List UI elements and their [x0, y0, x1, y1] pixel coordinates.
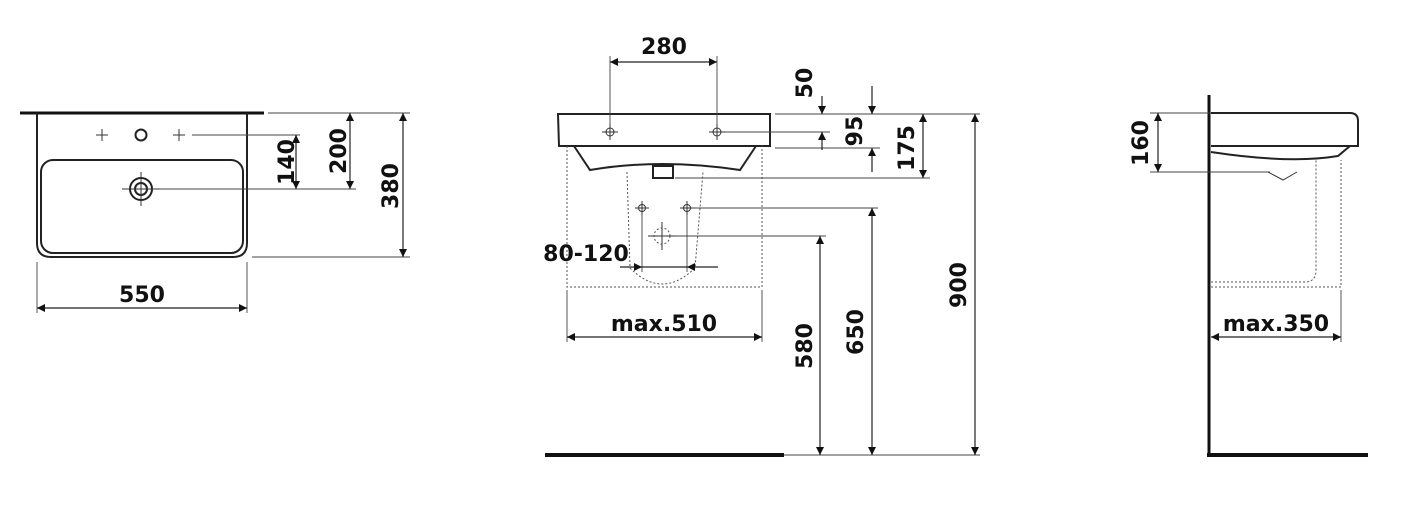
- label-side-160: 160: [1129, 120, 1154, 166]
- top-view: 550 140 200 380: [20, 111, 410, 313]
- tap-hole-marks: [96, 128, 185, 142]
- front-view: 280 50 95 175 80-120 max.510 580 650 900: [543, 35, 980, 457]
- front-view-overflow: [652, 165, 674, 179]
- label-tap-height: 95: [843, 116, 868, 147]
- label-side-max-depth: max.350: [1223, 312, 1329, 337]
- label-top-width: 550: [119, 283, 165, 308]
- side-view-pedestal: [1211, 160, 1317, 283]
- label-top-tap-to-drain: 140: [275, 139, 300, 185]
- front-tap-holes: [602, 124, 725, 140]
- front-view-basin-bowl: [573, 145, 757, 172]
- label-580: 580: [793, 323, 818, 369]
- front-view-basin-rim: [556, 113, 771, 147]
- side-view-basin-bowl: [1210, 145, 1351, 161]
- side-view-max-outline: [1211, 160, 1342, 288]
- top-view-bowl: [40, 159, 244, 254]
- water-connection-marks: [635, 201, 694, 215]
- label-650: 650: [844, 309, 869, 355]
- label-pedestal-spread: 80-120: [543, 242, 629, 267]
- side-view-trap: [1267, 171, 1298, 181]
- waste-connection-mark: [648, 222, 676, 250]
- front-view-pedestal: [626, 171, 704, 285]
- label-top-tap-to-edge: 200: [327, 128, 352, 174]
- top-view-basin-outline: [36, 113, 248, 258]
- side-view: 160 max.350: [1129, 95, 1368, 457]
- label-top-depth: 380: [379, 163, 404, 209]
- side-view-basin-rim: [1211, 112, 1359, 147]
- label-tap-spacing: 280: [641, 35, 687, 60]
- drain-mark: [122, 172, 160, 206]
- label-front-max-width: max.510: [611, 312, 717, 337]
- label-bowl-height: 175: [895, 125, 920, 171]
- label-900: 900: [947, 262, 972, 308]
- label-rim: 50: [793, 68, 818, 99]
